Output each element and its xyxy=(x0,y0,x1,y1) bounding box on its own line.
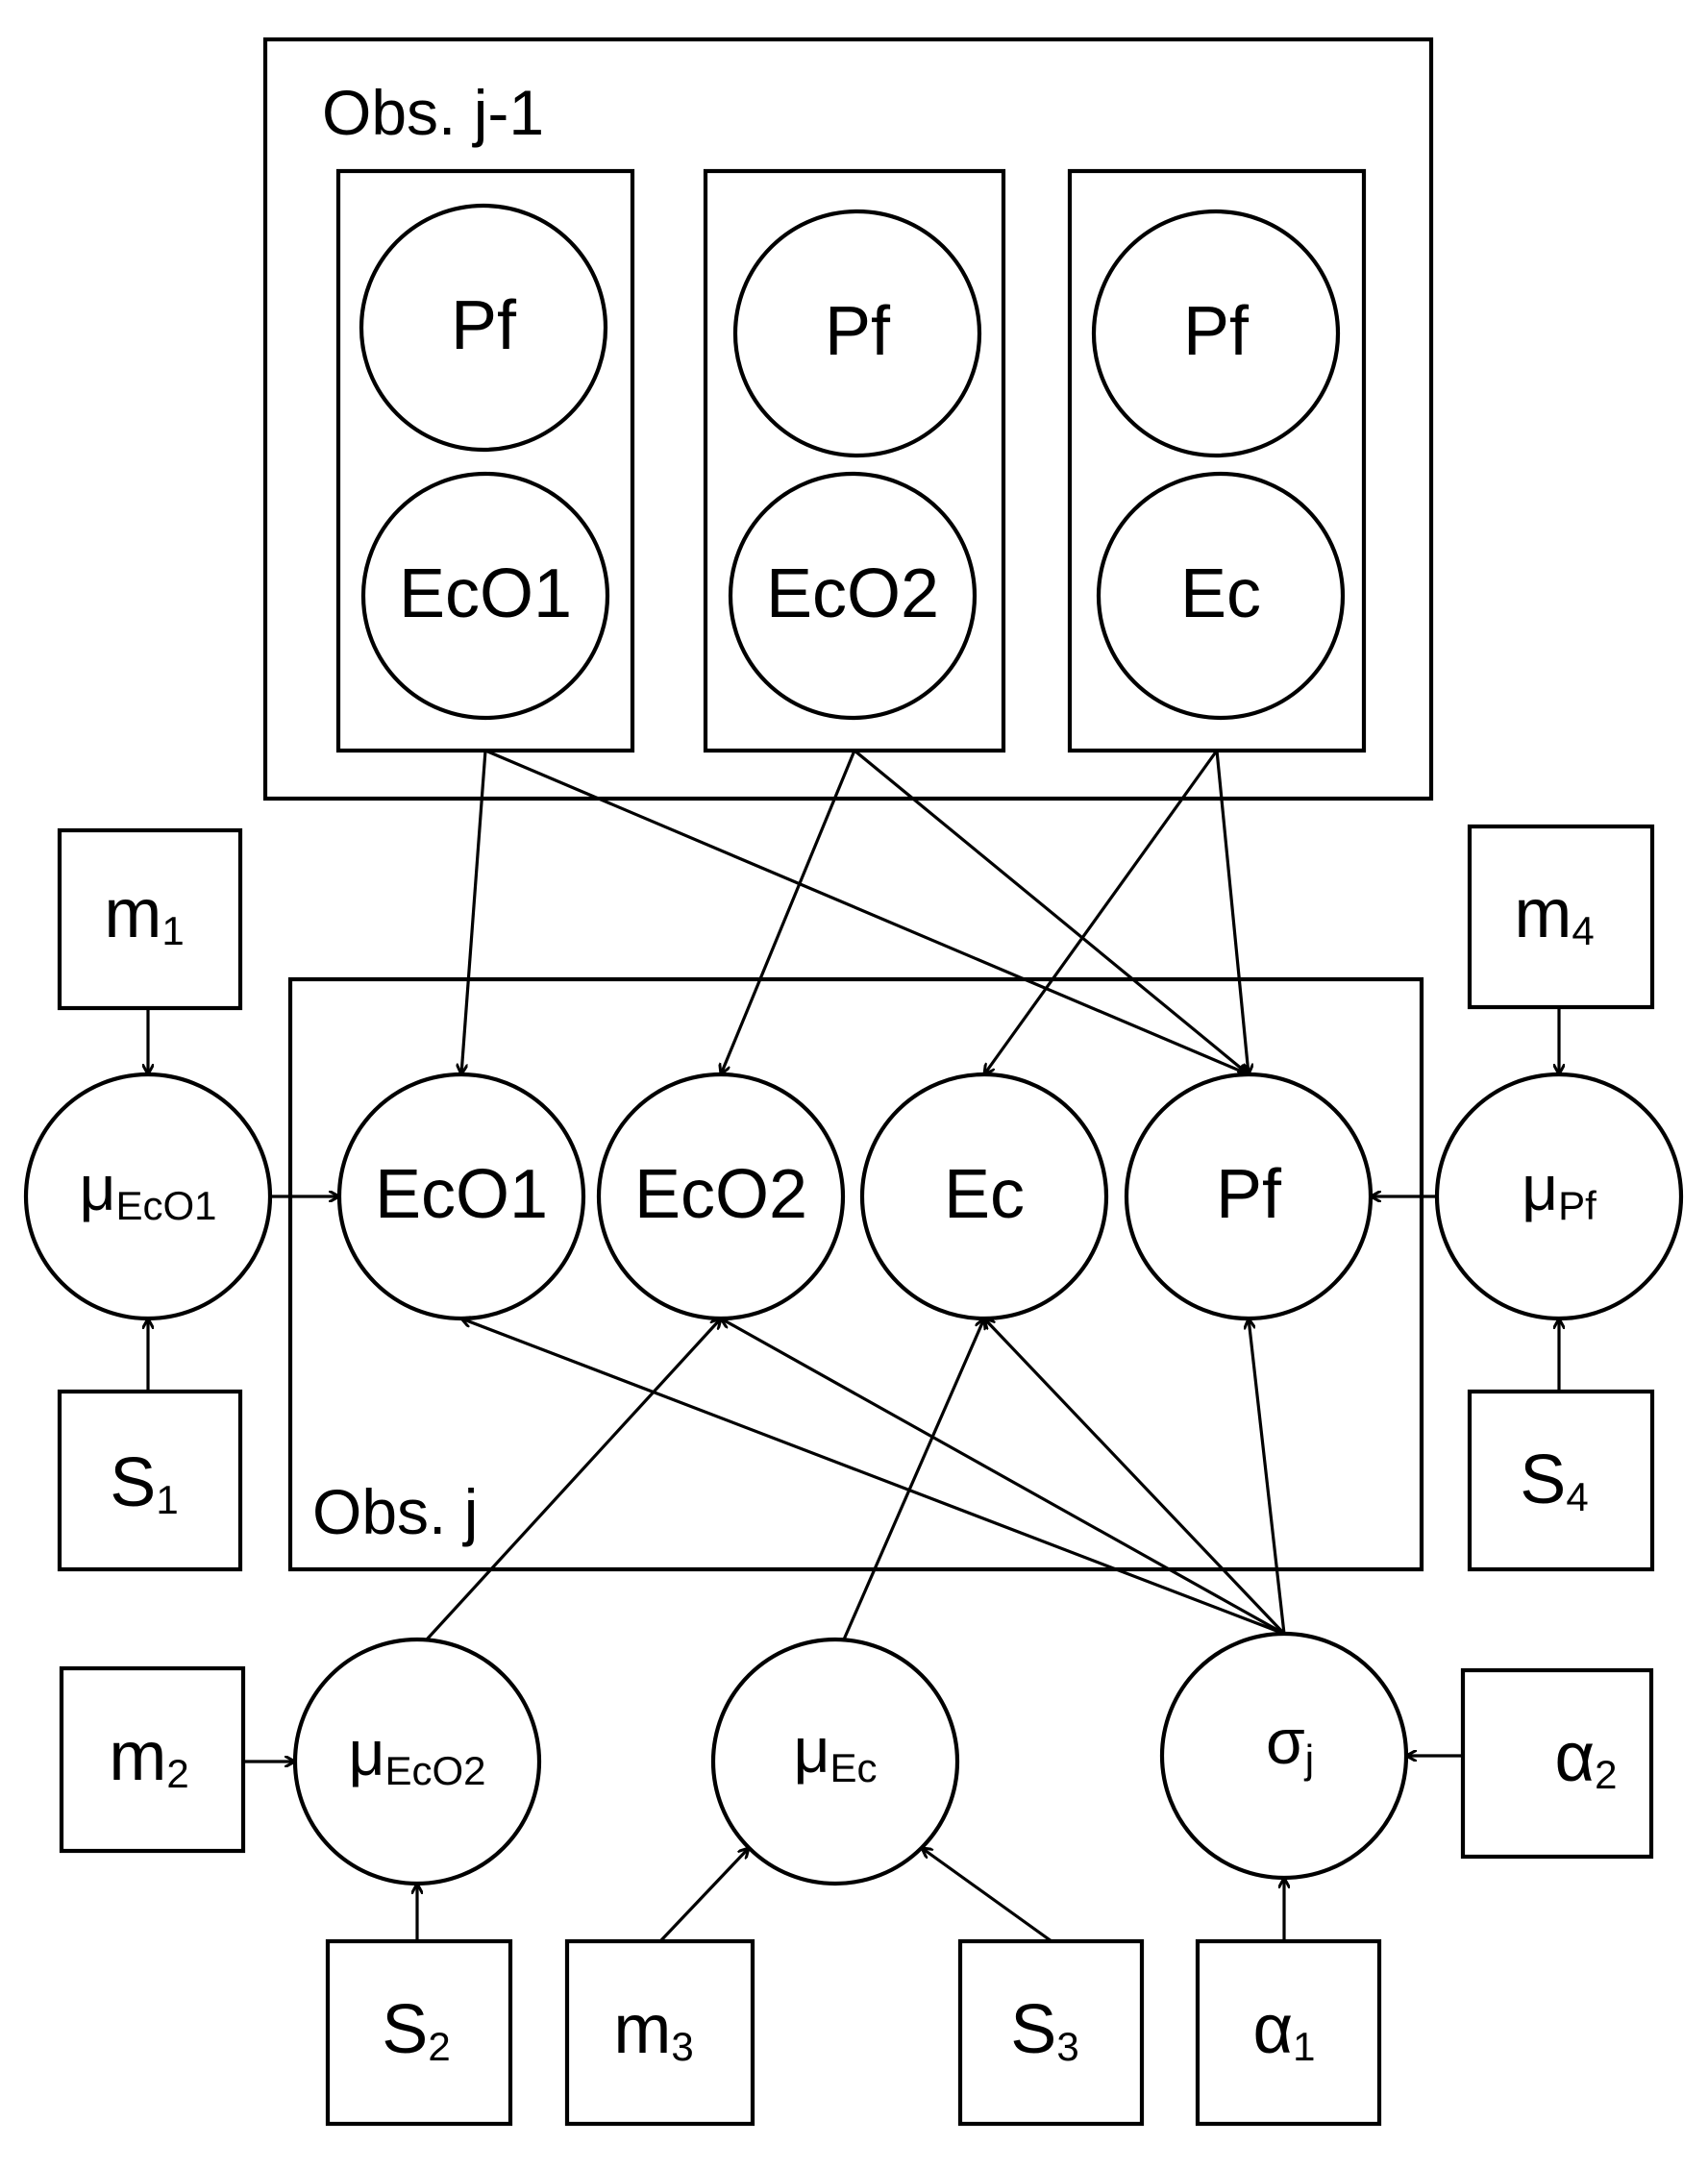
param-m4-box xyxy=(1467,824,1655,1010)
edge-sigma-to-eco1 xyxy=(461,1319,1285,1636)
prev-pf-node-2 xyxy=(732,209,982,458)
mu-ec-label: μEc xyxy=(793,1714,877,1790)
param-m2-label: m2 xyxy=(109,1718,188,1796)
param-m3-box xyxy=(564,1938,755,2127)
param-s4-box xyxy=(1467,1389,1655,1572)
mu-eco2-label: μEcO2 xyxy=(348,1717,485,1793)
edge-prev-eco2-to-pf xyxy=(853,749,1249,1074)
curr-eco1-label: EcO1 xyxy=(375,1156,548,1233)
prev-pf-node-3 xyxy=(1091,209,1341,458)
param-m1-label: m1 xyxy=(104,875,184,953)
param-alpha1-box xyxy=(1195,1938,1382,2127)
prev-eco2-label: EcO2 xyxy=(766,555,939,632)
prev-eco1-label: EcO1 xyxy=(399,555,572,632)
param-m4-label: m4 xyxy=(1514,875,1594,953)
prev-eco2-node xyxy=(728,471,978,721)
edge-sigma-to-eco2 xyxy=(721,1319,1285,1636)
prev-ec-label: Ec xyxy=(1180,555,1261,632)
curr-ec-label: Ec xyxy=(944,1156,1025,1233)
param-alpha2-box xyxy=(1460,1667,1654,1860)
param-s2-label: S2 xyxy=(382,1991,450,2069)
edge-mu-ec-to-ec xyxy=(842,1319,984,1640)
param-s4-label: S4 xyxy=(1520,1442,1588,1519)
param-s1-label: S1 xyxy=(110,1444,178,1522)
prev-pf-node-1 xyxy=(359,203,608,453)
param-m1-box xyxy=(57,827,243,1011)
param-alpha2-label: α2 xyxy=(1555,1719,1618,1797)
param-s3-box xyxy=(957,1938,1145,2127)
edge-mu-eco2-to-eco2 xyxy=(425,1319,721,1641)
edge-prev-eco2-to-eco2 xyxy=(721,750,856,1074)
edge-prev-ec-to-pf xyxy=(1215,750,1249,1074)
prev-ec-node xyxy=(1096,471,1346,721)
param-s3-label: S3 xyxy=(1010,1991,1078,2069)
frame-obs-j-label: Obs. j xyxy=(312,1476,478,1547)
edge-s3-to-mu-ec xyxy=(922,1848,1052,1943)
mu-eco1-label: μEcO1 xyxy=(79,1152,216,1228)
curr-pf-label: Pf xyxy=(1216,1156,1282,1233)
param-s2-box xyxy=(325,1938,513,2127)
mu-ec-node xyxy=(710,1637,960,1886)
edge-m3-to-mu-ec xyxy=(658,1848,749,1943)
prev-pf-label-1: Pf xyxy=(451,287,517,364)
prev-pf-label-2: Pf xyxy=(825,293,891,370)
param-alpha1-label: α1 xyxy=(1253,1991,1316,2069)
sigma-j-label: σj xyxy=(1266,1706,1314,1782)
param-m3-label: m3 xyxy=(613,1991,693,2069)
frame-obs-j-minus-1-label: Obs. j-1 xyxy=(322,77,544,148)
edge-prev-eco1-to-pf xyxy=(484,749,1249,1074)
edge-sigma-to-pf xyxy=(1249,1319,1286,1635)
edge-prev-eco1-to-eco1 xyxy=(461,750,487,1074)
edge-sigma-to-ec xyxy=(984,1319,1286,1636)
prev-eco1-node xyxy=(360,471,610,721)
param-m2-box xyxy=(59,1665,246,1854)
curr-eco2-label: EcO2 xyxy=(634,1156,807,1233)
mu-pf-label: μPf xyxy=(1522,1152,1597,1228)
param-s1-box xyxy=(57,1389,243,1572)
prev-pf-label-3: Pf xyxy=(1183,293,1250,370)
edge-prev-ec-to-ec xyxy=(984,750,1219,1074)
